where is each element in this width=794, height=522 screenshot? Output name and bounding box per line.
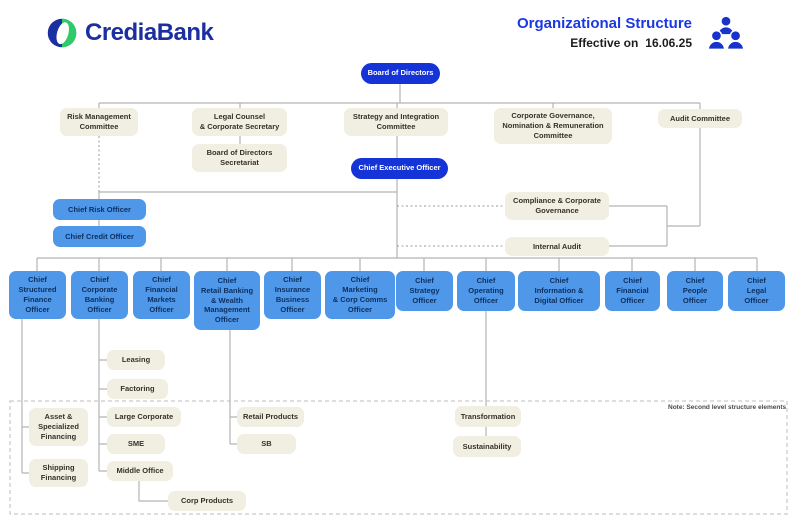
node-risk-management-committee: Risk Management Committee <box>60 108 138 136</box>
logo-icon <box>47 18 77 48</box>
second-level-boundary <box>9 400 788 515</box>
node-internal-audit: Internal Audit <box>505 237 609 256</box>
node-corp-products: Corp Products <box>168 491 246 511</box>
node-factoring: Factoring <box>107 379 168 399</box>
effective-label: Effective on <box>570 36 639 50</box>
node-chief-insurance-business-officer: Chief Insurance Business Officer <box>264 271 321 319</box>
effective-date-value: 16.06.25 <box>645 36 692 50</box>
node-chief-strategy-officer: Chief Strategy Officer <box>396 271 453 311</box>
solid-connectors <box>21 84 758 502</box>
effective-date: Effective on 16.06.25 <box>517 36 692 50</box>
node-chief-corporate-banking-officer: Chief Corporate Banking Officer <box>71 271 128 319</box>
node-chief-operating-officer: Chief Operating Officer <box>457 271 515 311</box>
node-middle-office: Middle Office <box>107 461 173 481</box>
node-retail-products: Retail Products <box>237 407 304 427</box>
node-chief-information-digital-officer: Chief Information & Digital Officer <box>518 271 600 311</box>
node-chief-financial-markets-officer: Chief Financial Markets Officer <box>133 271 190 319</box>
node-sme: SME <box>107 434 165 454</box>
node-chief-credit-officer: Chief Credit Officer <box>53 226 146 247</box>
node-chief-legal-officer: Chief Legal Officer <box>728 271 785 311</box>
node-chief-risk-officer: Chief Risk Officer <box>53 199 146 220</box>
node-legal-counsel-corporate-secretary: Legal Counsel & Corporate Secretary <box>192 108 287 136</box>
node-chief-structured-finance-officer: Chief Structured Finance Officer <box>9 271 66 319</box>
brand-logo: CrediaBank <box>47 18 214 48</box>
node-compliance-corporate-governance: Compliance & Corporate Governance <box>505 192 609 220</box>
node-large-corporate: Large Corporate <box>107 407 181 427</box>
page-title: Organizational Structure <box>516 15 692 32</box>
node-corporate-governance-committee: Corporate Governance, Nomination & Remun… <box>494 108 612 144</box>
node-board-of-directors: Board of Directors <box>356 63 440 84</box>
node-chief-people-officer: Chief People Officer <box>667 271 723 311</box>
second-level-note: Note: Second level structure elements <box>668 404 787 411</box>
title-block: Organizational Structure Effective on 16.… <box>517 15 692 50</box>
node-leasing: Leasing <box>107 350 165 370</box>
brand-name: CrediaBank <box>85 19 214 46</box>
node-shipping-financing: Shipping Financing <box>29 459 88 487</box>
node-chief-marketing-corp-comms-officer: Chief Marketing & Corp Comms Officer <box>325 271 395 319</box>
node-board-of-directors-secretariat: Board of Directors Secretariat <box>192 144 287 172</box>
node-transformation: Transformation <box>455 406 521 427</box>
node-asset-specialized-financing: Asset & Specialized Financing <box>29 408 88 446</box>
dotted-connectors <box>98 136 505 247</box>
node-chief-executive-officer: Chief Executive Officer <box>346 158 448 179</box>
node-chief-financial-officer: Chief Financial Officer <box>605 271 660 311</box>
node-audit-committee: Audit Committee <box>658 109 742 128</box>
node-chief-retail-banking-wealth-officer: Chief Retail Banking & Wealth Management… <box>194 271 260 330</box>
node-strategy-integration-committee: Strategy and Integration Committee <box>344 108 448 136</box>
node-sustainability: Sustainability <box>453 436 521 457</box>
people-icon <box>707 15 745 51</box>
node-sb: SB <box>237 434 296 454</box>
